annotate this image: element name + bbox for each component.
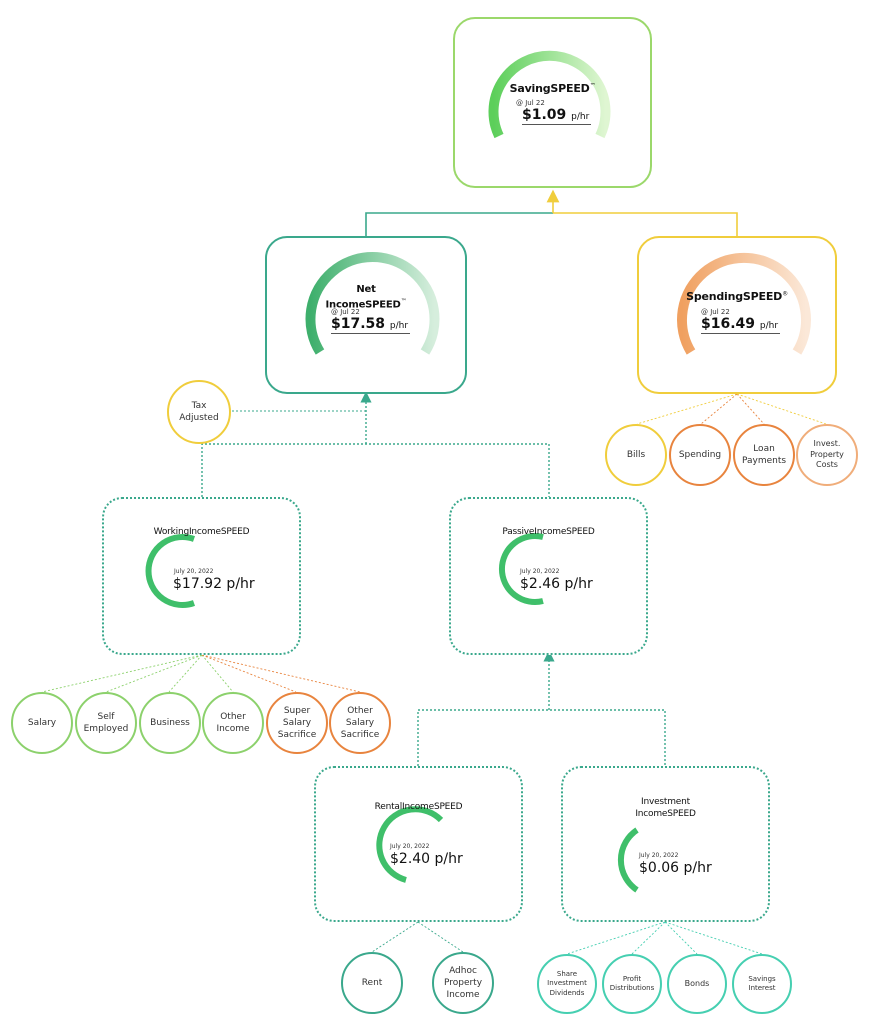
saving-speed-gauge bbox=[488, 50, 611, 139]
leaf-salary[interactable]: Salary bbox=[11, 692, 73, 754]
leaf-other-salary-sacrifice[interactable]: Other Salary Sacrifice bbox=[329, 692, 391, 754]
investment-income-speed-value: $0.06 p/hr bbox=[639, 860, 712, 876]
connector-working-passive bbox=[201, 443, 550, 497]
leaf-self-employed[interactable]: Self Employed bbox=[75, 692, 137, 754]
connector-rental-investment bbox=[417, 709, 666, 766]
saving-speed-card[interactable]: SavingSPEED™ @ Jul 22 $1.09 p/hr bbox=[453, 17, 652, 188]
leaf-business[interactable]: Business bbox=[139, 692, 201, 754]
rental-income-speed-card[interactable]: RentalIncomeSPEED July 20, 2022 $2.40 p/… bbox=[314, 766, 523, 922]
working-income-speed-gauge bbox=[145, 534, 196, 608]
leaf-share-investment-dividends[interactable]: Share Investment Dividends bbox=[537, 954, 597, 1014]
leaf-other-income[interactable]: Other Income bbox=[202, 692, 264, 754]
leaf-super-salary-sacrifice[interactable]: Super Salary Sacrifice bbox=[266, 692, 328, 754]
leaf-rent[interactable]: Rent bbox=[341, 952, 403, 1014]
rental-income-speed-title: RentalIncomeSPEED bbox=[374, 802, 463, 812]
saving-speed-date: @ Jul 22 bbox=[516, 99, 545, 107]
net-income-speed-value: $17.58 p/hr bbox=[331, 316, 411, 334]
passive-income-speed-card[interactable]: PassiveIncomeSPEED July 20, 2022 $2.46 p… bbox=[449, 497, 648, 655]
investment-income-speed-date: July 20, 2022 bbox=[639, 852, 679, 859]
working-income-speed-date: July 20, 2022 bbox=[174, 568, 214, 575]
tax-adjusted-node[interactable]: Tax Adjusted bbox=[167, 380, 231, 444]
leaf-bonds[interactable]: Bonds bbox=[667, 954, 727, 1014]
rental-income-speed-value: $2.40 p/hr bbox=[390, 851, 463, 867]
investment-income-speed-title: Investment IncomeSPEED bbox=[635, 797, 696, 819]
spending-speed-date: @ Jul 22 bbox=[701, 308, 730, 316]
investment-income-speed-gauge bbox=[617, 827, 639, 893]
leaf-adhoc-property-income[interactable]: Adhoc Property Income bbox=[432, 952, 494, 1014]
working-income-speed-value: $17.92 p/hr bbox=[173, 576, 255, 592]
net-income-speed-gauge bbox=[305, 252, 440, 355]
connector-spending-to-saving bbox=[553, 212, 738, 236]
spending-speed-card[interactable]: SpendingSPEED® @ Jul 22 $16.49 p/hr bbox=[637, 236, 837, 394]
connector-net-to-saving bbox=[365, 212, 553, 236]
leaf-savings-interest[interactable]: Savings Interest bbox=[732, 954, 792, 1014]
net-income-speed-date: @ Jul 22 bbox=[331, 308, 360, 316]
leaf-invest-property-costs[interactable]: Invest. Property Costs bbox=[796, 424, 858, 486]
spending-speed-value: $16.49 p/hr bbox=[701, 316, 781, 334]
saving-speed-value: $1.09 p/hr bbox=[522, 107, 592, 125]
spending-speed-gauge bbox=[677, 252, 811, 355]
investment-income-speed-card[interactable]: Investment IncomeSPEED July 20, 2022 $0.… bbox=[561, 766, 770, 922]
spending-speed-title: SpendingSPEED® bbox=[686, 290, 788, 303]
net-income-speed-title: Net IncomeSPEED™ bbox=[325, 284, 407, 311]
leaf-spending[interactable]: Spending bbox=[669, 424, 731, 486]
leaf-profit-distributions[interactable]: Profit Distributions bbox=[602, 954, 662, 1014]
saving-speed-title: SavingSPEED™ bbox=[509, 82, 596, 95]
rental-income-speed-date: July 20, 2022 bbox=[390, 843, 430, 850]
leaf-bills[interactable]: Bills bbox=[605, 424, 667, 486]
passive-income-speed-date: July 20, 2022 bbox=[520, 568, 560, 575]
working-income-speed-card[interactable]: WorkingIncomeSPEED July 20, 2022 $17.92 … bbox=[102, 497, 301, 655]
rental-income-speed-gauge bbox=[376, 806, 444, 883]
passive-income-speed-value: $2.46 p/hr bbox=[520, 576, 593, 592]
leaf-loan-payments[interactable]: Loan Payments bbox=[733, 424, 795, 486]
passive-income-speed-gauge bbox=[498, 533, 544, 605]
passive-income-speed-title: PassiveIncomeSPEED bbox=[502, 527, 595, 537]
net-income-speed-card[interactable]: Net IncomeSPEED™ @ Jul 22 $17.58 p/hr bbox=[265, 236, 467, 394]
working-income-speed-title: WorkingIncomeSPEED bbox=[153, 527, 250, 537]
